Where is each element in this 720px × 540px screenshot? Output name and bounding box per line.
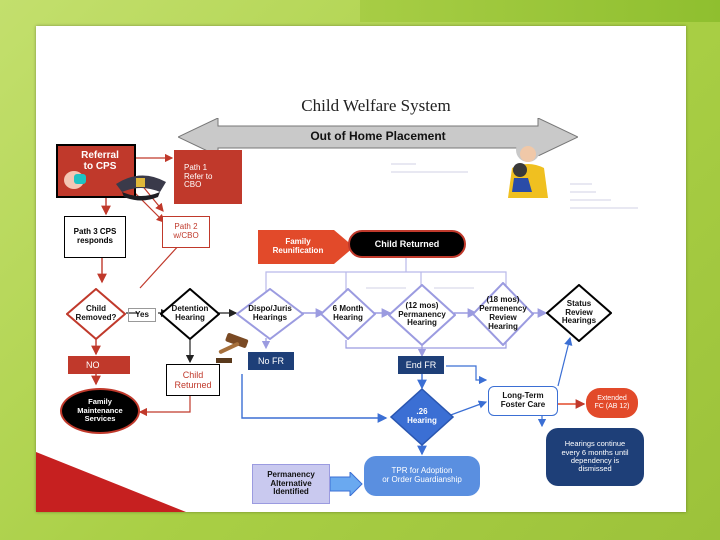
path-1-box: Path 1 Refer to CBO xyxy=(174,150,242,204)
child-returned-bottom: Child Returned xyxy=(166,364,220,396)
detention-hearing-decision: Detention Hearing xyxy=(160,288,220,340)
family-reunification-label: Family Reunification xyxy=(272,237,324,255)
status-review-hearings-label: Status Review Hearings xyxy=(561,298,597,326)
hand-phone-icon xyxy=(64,171,86,189)
tpr-adoption-label: TPR for Adoption or Order Guardianship xyxy=(382,466,462,484)
detention-hearing-label: Detention Hearing xyxy=(171,304,209,322)
permanency-alternative-label: Permanency Alternative Identified xyxy=(267,469,315,497)
no-box: NO xyxy=(68,356,130,374)
section-26-hearing-decision: .26 Hearing xyxy=(390,388,454,446)
no-fr-label: No FR xyxy=(257,355,284,366)
dispo-juris-label: Dispo/Juris Hearings xyxy=(248,304,292,322)
yes-label: Yes xyxy=(128,308,156,322)
path-3-box: Path 3 CPS responds xyxy=(64,216,126,258)
permanency-alternative-arrow xyxy=(330,472,363,496)
status-review-hearings-decision: Status Review Hearings xyxy=(546,284,612,342)
extended-fc-label: Extended FC (AB 12) xyxy=(594,395,630,410)
decorative-stripe xyxy=(360,0,720,22)
permanency-hearing-decision: (12 mos) Permanency Hearing xyxy=(388,284,456,346)
section-26-hearing-label: .26 Hearing xyxy=(407,407,437,425)
child-returned-bottom-label: Child Returned xyxy=(174,369,212,390)
grandmother-child-icon xyxy=(508,138,548,198)
path-2-label: Path 2 w/CBO xyxy=(173,222,199,240)
six-month-hearing-label: 6 Month Hearing xyxy=(332,304,364,322)
gavel-icon xyxy=(216,333,249,363)
family-maintenance-services: Family Maintenance Services xyxy=(60,388,140,434)
tpr-adoption-box: TPR for Adoption or Order Guardianship xyxy=(364,456,480,496)
long-term-foster-care-box: Long-Term Foster Care xyxy=(488,386,558,416)
child-removed-label: Child Removed? xyxy=(75,304,117,322)
permanency-review-hearing-decision: (18 mos) Permenency Review Hearing xyxy=(472,282,534,346)
no-label: NO xyxy=(86,359,100,370)
path-3-label: Path 3 CPS responds xyxy=(73,227,117,245)
hearings-continue-label: Hearings continue every 6 months until d… xyxy=(561,439,629,474)
path-2-box: Path 2 w/CBO xyxy=(162,216,210,248)
no-fr-box: No FR xyxy=(248,352,294,370)
six-month-hearing-decision: 6 Month Hearing xyxy=(320,288,376,340)
dispo-juris-decision: Dispo/Juris Hearings xyxy=(236,288,304,340)
child-returned-top-label: Child Returned xyxy=(374,238,440,249)
permanency-review-hearing-label: (18 mos) Permenency Review Hearing xyxy=(479,295,527,331)
end-fr-box: End FR xyxy=(398,356,444,374)
path-1-label: Path 1 Refer to CBO xyxy=(184,162,213,190)
slide: Child Welfare System Out of Home Placeme… xyxy=(36,26,686,512)
end-fr-label: End FR xyxy=(405,359,437,370)
permanency-alternative-box: Permanency Alternative Identified xyxy=(252,464,330,504)
permanency-hearing-label: (12 mos) Permanency Hearing xyxy=(398,300,446,328)
diagram-title: Child Welfare System xyxy=(301,96,451,115)
police-hat-icon xyxy=(116,175,166,201)
referral-label: Referral to CPS xyxy=(81,149,119,172)
child-removed-decision: Child Removed? xyxy=(66,288,126,340)
long-term-foster-care-label: Long-Term Foster Care xyxy=(500,391,546,409)
child-returned-top: Child Returned xyxy=(348,230,466,258)
extended-fc-box: Extended FC (AB 12) xyxy=(586,388,638,418)
banner-label: Out of Home Placement xyxy=(310,129,446,143)
family-reunification-arrow: Family Reunification xyxy=(258,230,354,264)
family-maintenance-label: Family Maintenance Services xyxy=(77,397,123,424)
corner-accent xyxy=(36,452,186,512)
faded-text-marks xyxy=(366,163,638,289)
hearings-continue-box: Hearings continue every 6 months until d… xyxy=(546,428,644,486)
